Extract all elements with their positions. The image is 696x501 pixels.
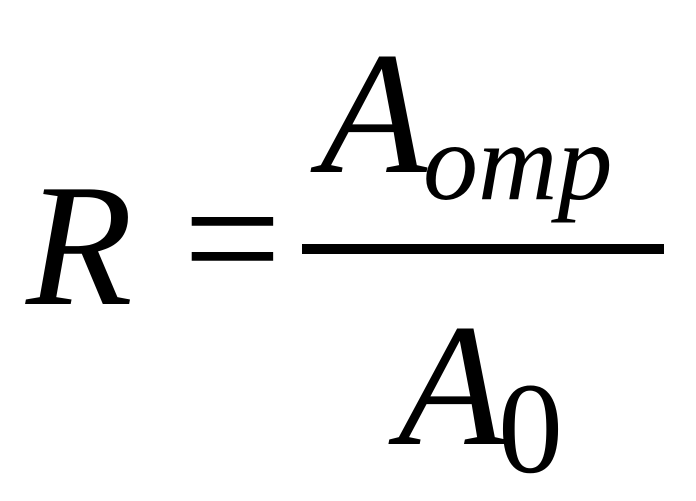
equals-sign: = <box>183 141 282 335</box>
numerator-subscript: omp <box>423 101 613 223</box>
numerator-base: A <box>320 16 427 210</box>
denominator-base: A <box>398 288 505 482</box>
denominator-subscript: 0 <box>498 357 563 501</box>
fraction-bar <box>302 244 664 254</box>
formula-lhs-variable: R <box>26 148 133 342</box>
